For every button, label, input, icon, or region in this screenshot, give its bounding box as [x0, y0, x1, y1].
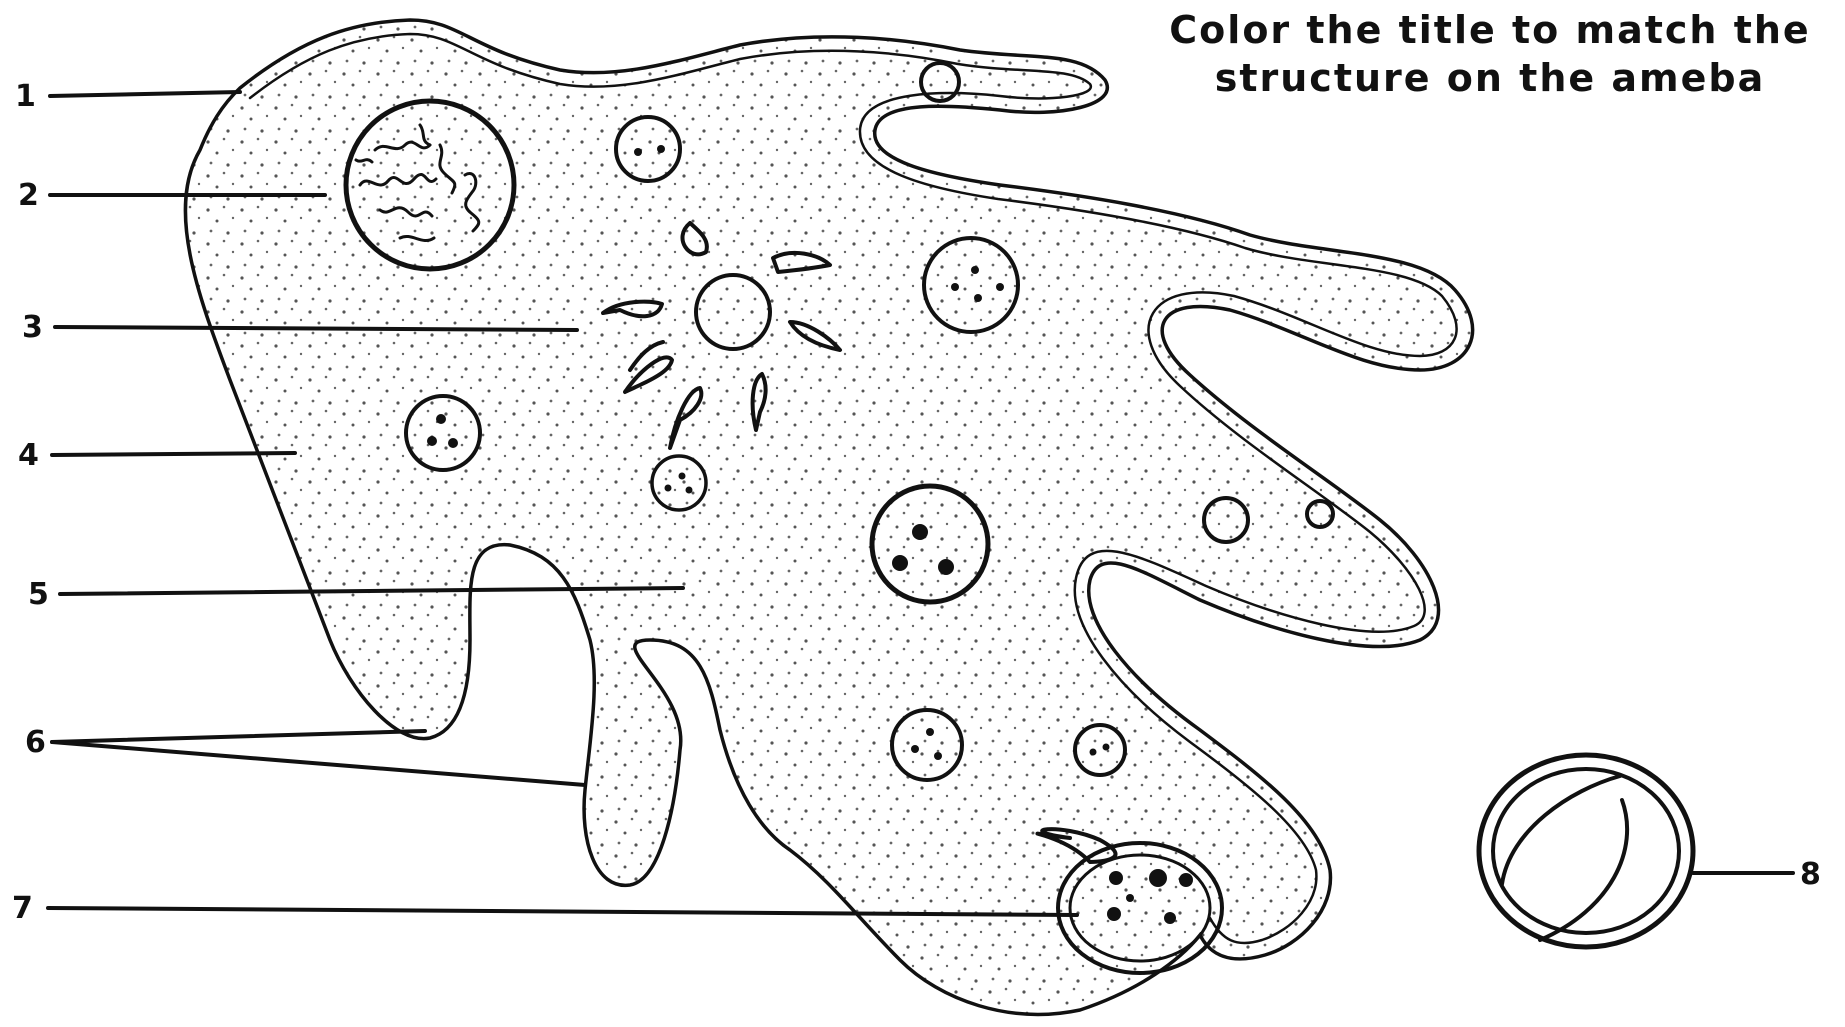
label-4: 4: [18, 438, 39, 473]
label-6: 6: [25, 725, 46, 760]
label-8: 8: [1800, 857, 1821, 892]
leader-line-4: [52, 453, 295, 455]
label-1: 1: [15, 79, 36, 114]
leader-line-6a: [52, 731, 425, 742]
label-2: 2: [18, 178, 39, 213]
ameba-body: [185, 20, 1472, 1014]
leader-line-6b: [52, 742, 585, 785]
label-5: 5: [28, 577, 49, 612]
label-3: 3: [22, 310, 43, 345]
cyst: [1479, 755, 1693, 947]
cell-membrane: [185, 20, 1472, 1014]
leader-line-1: [50, 92, 240, 96]
label-7: 7: [12, 891, 33, 926]
